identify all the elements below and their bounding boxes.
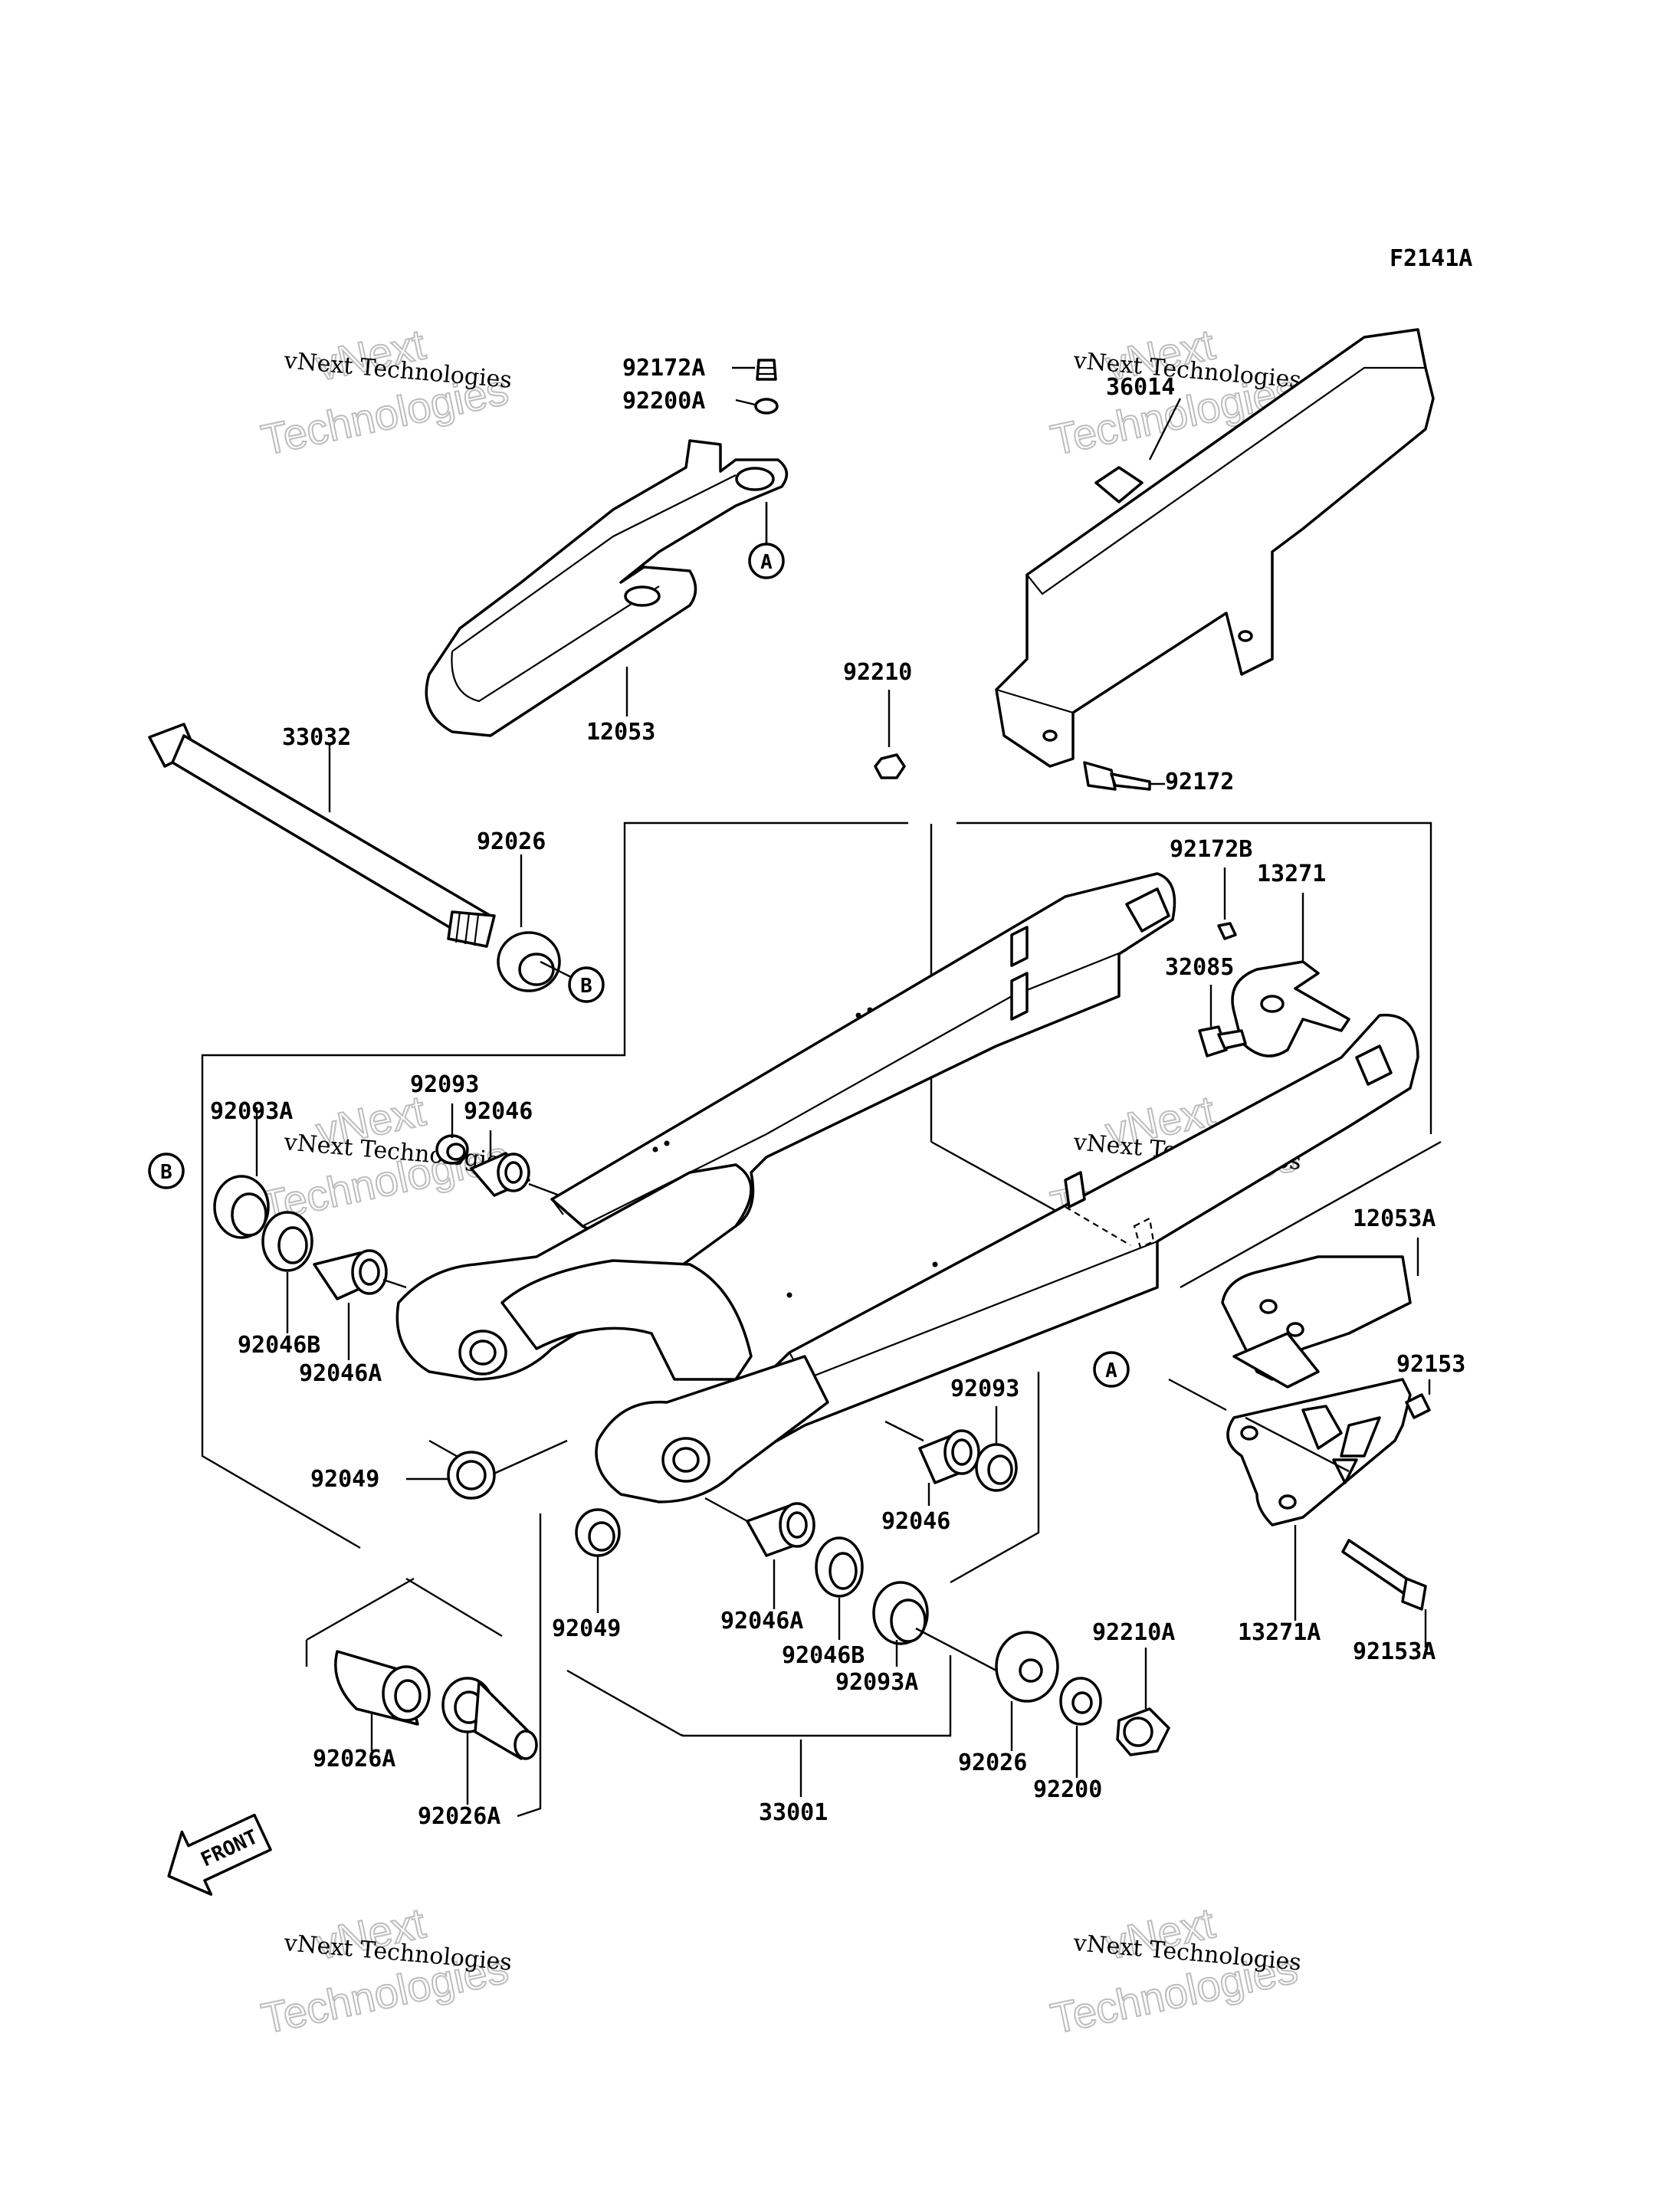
chain-guard-36014 xyxy=(995,328,1435,768)
part-label: 92200A xyxy=(622,388,705,415)
collar-92026-bottom xyxy=(995,1631,1059,1703)
collar-92026-top xyxy=(497,931,561,992)
bolt-92172B xyxy=(1217,922,1237,940)
pivot-shaft-33032 xyxy=(148,723,496,948)
leader-line xyxy=(1148,398,1182,461)
part-label: 92046A xyxy=(299,1360,382,1387)
bolt-92172A xyxy=(756,359,777,381)
needle-bearing-92046A-left xyxy=(313,1249,388,1300)
seal-92093-top xyxy=(435,1134,469,1165)
washer-92200A xyxy=(754,398,779,415)
part-label: 92049 xyxy=(310,1466,379,1493)
leader-line xyxy=(915,1627,997,1672)
swingarm-33001 xyxy=(395,872,1419,1503)
part-label: 92093A xyxy=(210,1098,293,1125)
leader-line xyxy=(1168,1378,1227,1412)
part-label: 92200 xyxy=(1033,1776,1102,1803)
dashed-guide-line xyxy=(1065,1206,1131,1246)
seal-92093-mid xyxy=(975,1443,1018,1492)
guide-plate-13271A xyxy=(1226,1378,1412,1526)
part-label: 12053 xyxy=(586,719,655,746)
leader-line xyxy=(704,1497,748,1523)
collar-92026A-right xyxy=(441,1677,538,1760)
ref-marker-a-top: A xyxy=(748,502,785,579)
part-label: 92210A xyxy=(1092,1619,1175,1646)
part-label: 92046B xyxy=(238,1332,320,1359)
part-label: 92210 xyxy=(843,659,912,686)
part-label: 92172A xyxy=(622,355,705,382)
leader-line xyxy=(735,398,756,406)
bolt-92153 xyxy=(1405,1393,1431,1419)
tab-bracket xyxy=(1064,1171,1086,1208)
bolt-92153A xyxy=(1341,1539,1427,1611)
collar-92046B-mid xyxy=(815,1536,864,1598)
ref-marker-b-left: B xyxy=(148,1153,185,1189)
nut-92210 xyxy=(874,753,906,779)
ref-marker-label: A xyxy=(760,551,773,574)
diagram-code: F2141A xyxy=(1390,245,1472,272)
part-label: 92026 xyxy=(477,828,546,855)
needle-bearing-92046A-mid xyxy=(746,1502,815,1557)
ref-marker-a-mid: A xyxy=(1093,1351,1130,1388)
collar-92049-left xyxy=(447,1451,496,1500)
part-label: 13271 xyxy=(1257,861,1326,887)
ref-marker-label: A xyxy=(1105,1359,1117,1382)
chain-slider-12053 xyxy=(425,439,789,737)
part-label: 92026A xyxy=(313,1746,395,1772)
part-label: 13271A xyxy=(1238,1619,1321,1646)
part-label: 92046 xyxy=(881,1508,950,1535)
part-label: 92046B xyxy=(782,1642,865,1669)
part-label: 92026A xyxy=(418,1803,500,1830)
collar-92049-mid xyxy=(575,1508,621,1557)
leader-line xyxy=(540,960,572,979)
part-label: 92093 xyxy=(950,1376,1019,1402)
part-label: 92093 xyxy=(410,1071,479,1098)
bolt-32085 xyxy=(1198,1025,1247,1058)
ref-marker-label: B xyxy=(580,975,592,998)
part-label: 33032 xyxy=(282,724,351,751)
collar-92046B-left xyxy=(261,1211,313,1272)
collar-92026A-left xyxy=(334,1650,431,1726)
front-arrow-icon: FRONT xyxy=(167,1813,272,1896)
part-label: 92172B xyxy=(1170,836,1252,863)
part-label: 92046 xyxy=(464,1098,533,1125)
leader-line xyxy=(528,1182,560,1197)
part-labels: 92172A 92200A 12053 36014 92210 92172 33… xyxy=(210,355,1465,1830)
leader-line xyxy=(1245,1416,1350,1473)
washer-92200 xyxy=(1059,1677,1102,1726)
part-label: 92153 xyxy=(1396,1351,1465,1378)
leader-line xyxy=(884,1420,924,1442)
ref-marker-label: B xyxy=(160,1161,172,1184)
part-label: 92049 xyxy=(552,1615,621,1642)
part-label: 33001 xyxy=(759,1799,828,1826)
part-label: 92153A xyxy=(1353,1638,1436,1665)
ref-marker-b-top: B xyxy=(568,966,605,1003)
dashed-guide-line xyxy=(1133,1217,1155,1249)
needle-bearing-92046-top xyxy=(470,1152,530,1197)
part-label: 32085 xyxy=(1165,954,1234,981)
part-label: 92093A xyxy=(835,1669,918,1696)
adjuster-plate-13271 xyxy=(1231,960,1350,1058)
part-label: 92172 xyxy=(1165,769,1234,795)
chain-guide-12053A xyxy=(1221,1255,1412,1389)
nut-92210A xyxy=(1116,1707,1170,1756)
part-label: 92046A xyxy=(720,1608,803,1635)
needle-bearing-92046-mid xyxy=(918,1429,980,1484)
leader-line xyxy=(382,1278,407,1289)
bolt-92172 xyxy=(1083,761,1151,791)
part-label: 92026 xyxy=(958,1749,1027,1776)
part-label: 12053A xyxy=(1353,1205,1436,1232)
seal-92093A-left xyxy=(213,1175,270,1239)
part-label: 36014 xyxy=(1106,374,1175,401)
seal-92093A-mid xyxy=(872,1581,929,1645)
